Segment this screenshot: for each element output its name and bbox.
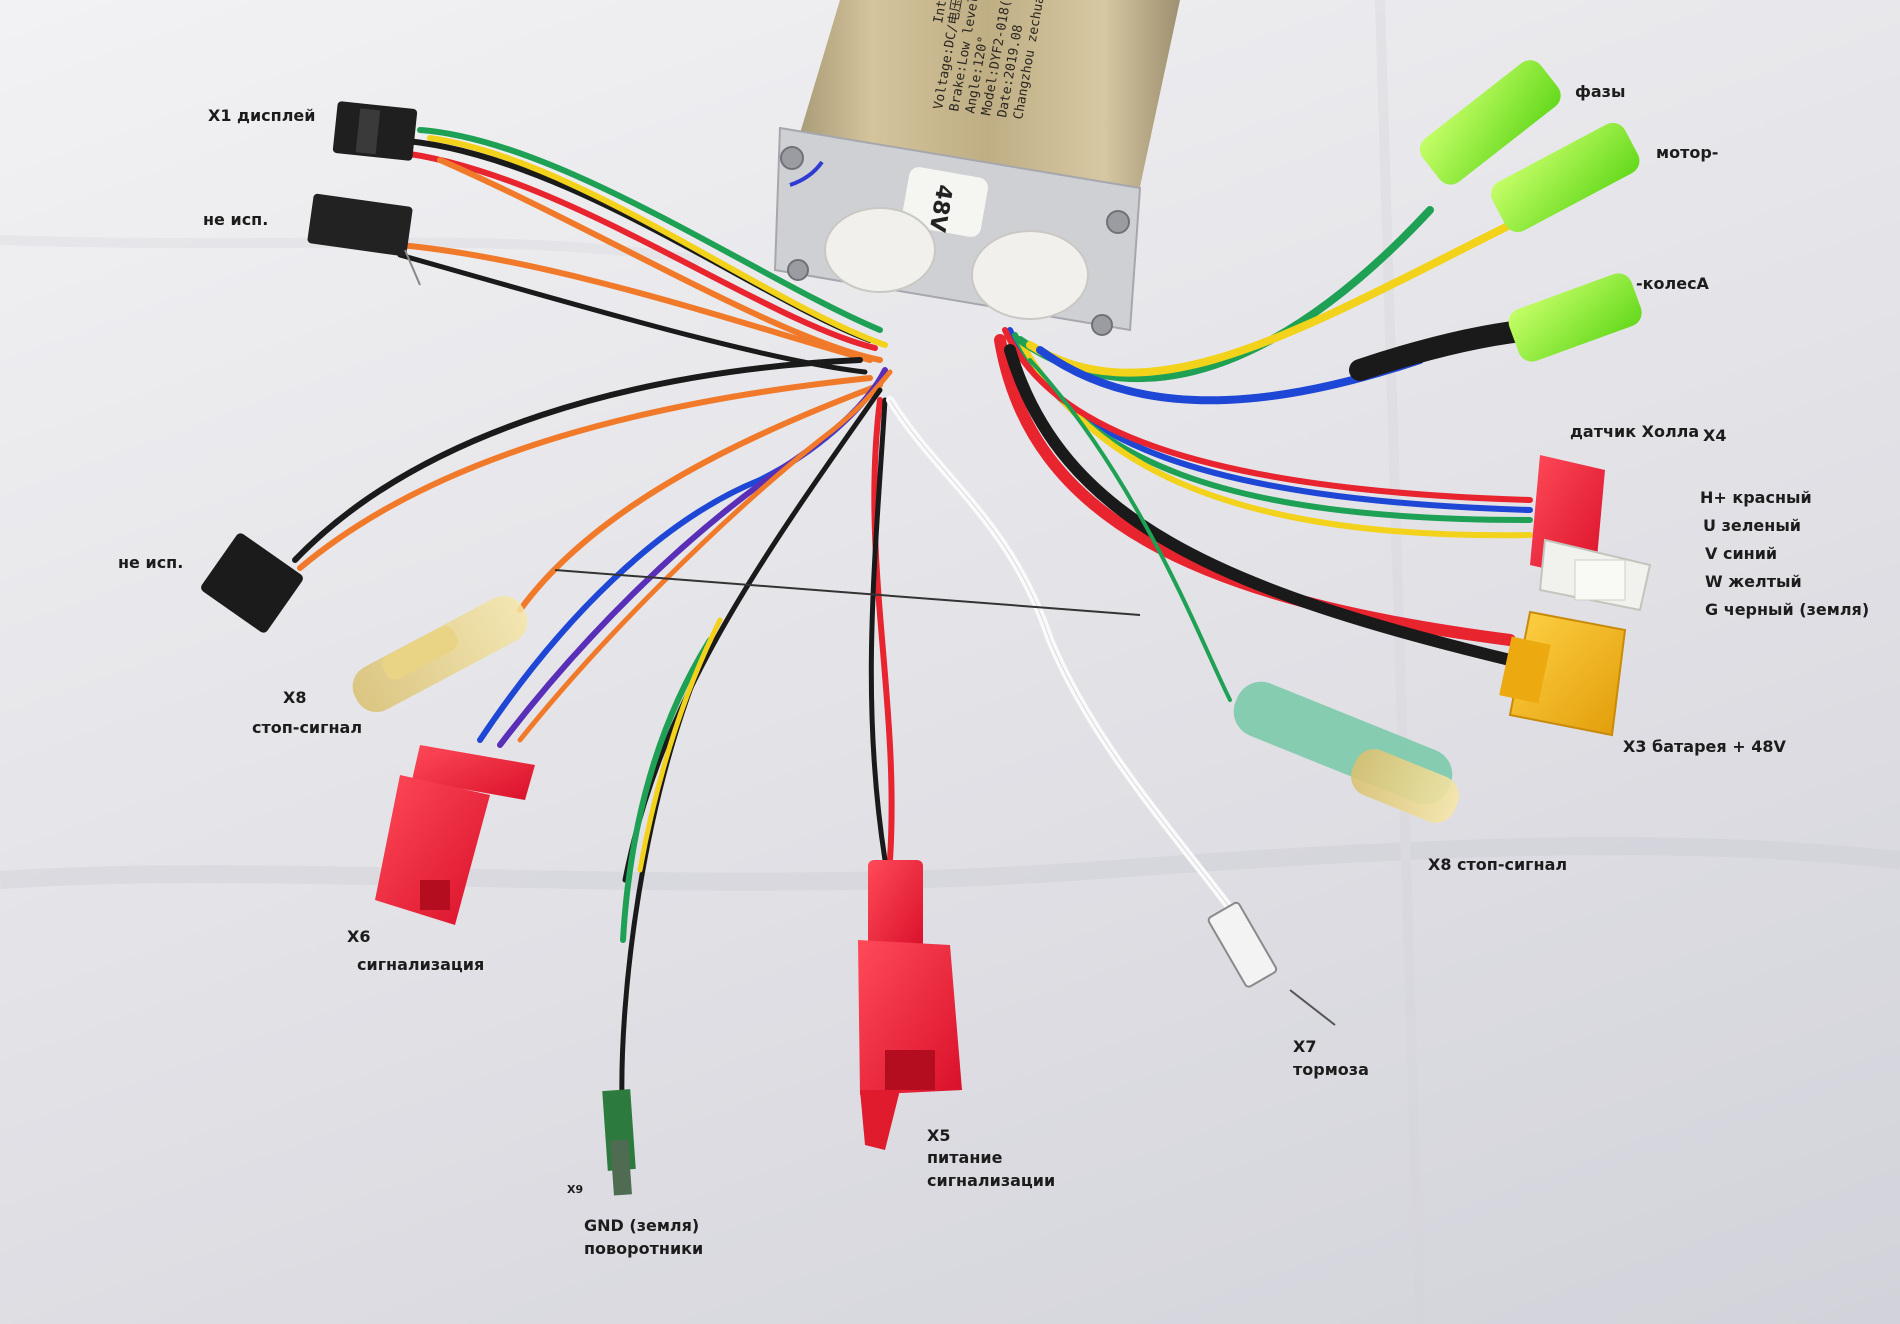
label-motor: мотор-: [1656, 143, 1719, 162]
label-x8-left-desc: стоп-сигнал: [252, 718, 363, 737]
unused-left-connector: [201, 533, 303, 633]
pointer-line: [554, 569, 1141, 616]
label-hall-g: G черный (земля): [1705, 600, 1870, 619]
label-x6-id: X6: [347, 927, 371, 946]
label-x5-line1: питание: [927, 1148, 1003, 1167]
label-gnd-line2: поворотники: [584, 1239, 704, 1258]
x4-hall-sensor-connector: [1530, 455, 1652, 612]
label-x5-id: X5: [927, 1126, 951, 1145]
x9-gnd-spade: [602, 1089, 636, 1196]
label-x8-right: X8 стоп-сигнал: [1428, 855, 1568, 874]
x6-alarm-connector: [375, 745, 535, 925]
label-x7-desc: тормоза: [1293, 1060, 1369, 1079]
label-x4: X4: [1703, 426, 1727, 445]
left-harness: [292, 127, 1264, 1103]
label-x1-display: X1 дисплей: [208, 106, 316, 125]
label-phases: фазы: [1575, 82, 1626, 101]
label-x8-left-id: X8: [283, 688, 307, 707]
phase-connectors: [1419, 60, 1642, 362]
label-gnd-line1: GND (земля): [584, 1216, 700, 1235]
right-harness: [994, 206, 1541, 702]
label-x6-desc: сигнализация: [357, 955, 485, 974]
unused-top-connector: [307, 193, 421, 286]
x3-xt60-battery-connector: [1499, 610, 1627, 737]
label-wheel: -колесА: [1636, 274, 1709, 293]
label-x7-id: X7: [1293, 1037, 1317, 1056]
label-hall-w: W желтый: [1705, 572, 1802, 591]
label-x9-id: X9: [567, 1183, 584, 1196]
label-x3-battery: X3 батарея + 48V: [1623, 737, 1786, 756]
label-hall-h-plus: H+ красный: [1700, 488, 1812, 507]
controller-body: 48V Intelli Voltage:DC/电压 Brake:Low leve…: [773, 0, 1180, 336]
label-unused-top: не исп.: [203, 210, 269, 229]
label-hall-sensor: датчик Холла: [1570, 422, 1700, 441]
label-hall-v: V синий: [1705, 544, 1778, 563]
x8-left-spade-connector: [352, 595, 528, 713]
x1-display-connector: [332, 101, 418, 161]
label-x5-line2: сигнализации: [927, 1171, 1056, 1190]
x7-brake-spade: [1207, 901, 1336, 1026]
x5-alarm-power-connector: [858, 860, 962, 1150]
label-unused-left: не исп.: [118, 553, 184, 572]
x8-right-spade-connector: [1233, 681, 1459, 823]
label-hall-u: U зеленый: [1703, 516, 1802, 535]
